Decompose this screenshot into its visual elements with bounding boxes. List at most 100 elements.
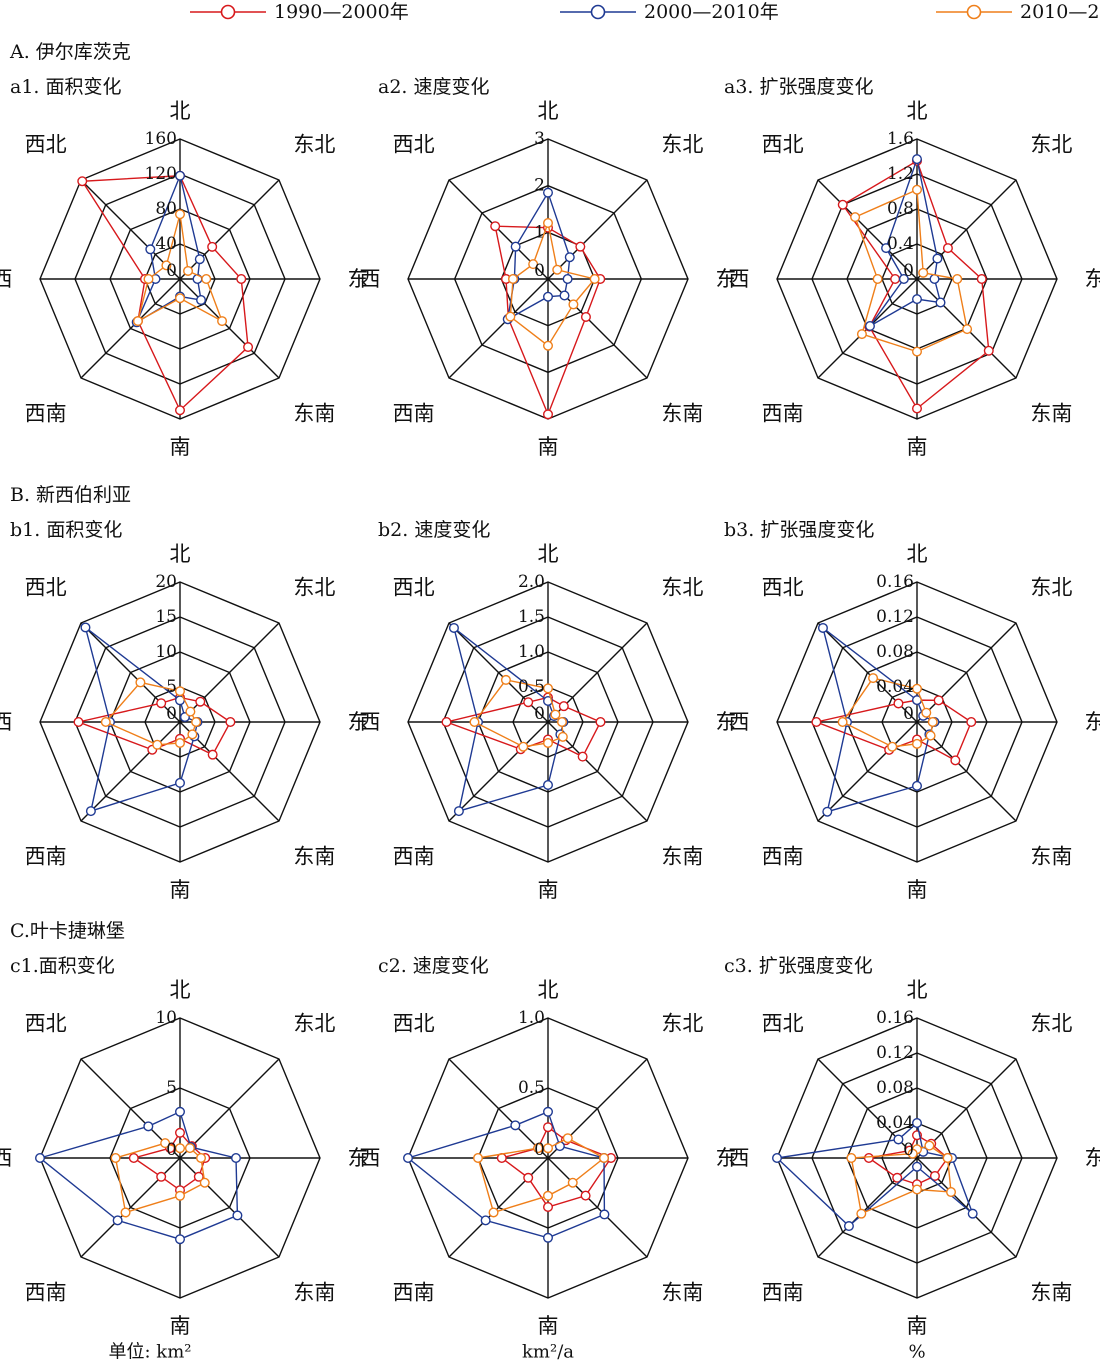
data-point	[230, 1152, 241, 1163]
unit-label: %	[908, 1342, 925, 1363]
grid-spoke	[547, 179, 648, 280]
data-point	[441, 717, 452, 728]
data-point	[543, 409, 554, 420]
data-point	[557, 717, 568, 728]
grid-spoke	[448, 1157, 549, 1258]
data-point	[929, 1170, 940, 1181]
data-point	[557, 731, 568, 742]
direction-label: 东南	[1030, 844, 1072, 868]
data-point	[132, 316, 143, 327]
panel-title: b3. 扩张强度变化	[724, 519, 874, 541]
data-point	[912, 1161, 923, 1172]
data-point	[552, 264, 563, 275]
data-point	[523, 1172, 534, 1183]
grid-spoke	[80, 721, 181, 822]
data-point	[85, 806, 96, 817]
data-point	[575, 241, 586, 252]
data-point	[772, 1152, 783, 1163]
direction-label: 东	[348, 710, 369, 734]
data-point	[207, 749, 218, 760]
data-point	[518, 741, 529, 752]
direction-label: 东南	[293, 844, 335, 868]
data-point	[143, 274, 154, 285]
data-point	[207, 241, 218, 252]
series	[505, 217, 600, 351]
data-point	[243, 342, 254, 353]
data-point	[236, 274, 247, 285]
direction-label: 北	[907, 99, 928, 123]
data-point	[925, 730, 936, 741]
data-point	[174, 1143, 185, 1154]
tick-label: 10	[155, 642, 177, 662]
direction-label: 东	[716, 710, 737, 734]
data-point	[568, 299, 579, 310]
data-point	[73, 717, 84, 728]
direction-label: 西南	[762, 401, 804, 425]
direction-label: 北	[170, 978, 191, 1002]
data-point	[145, 244, 156, 255]
direction-label: 西南	[25, 401, 67, 425]
tick-label: 0.4	[887, 234, 914, 254]
data-point	[912, 1117, 923, 1128]
legend-marker	[966, 4, 982, 20]
data-point	[856, 1208, 867, 1219]
data-point	[890, 274, 901, 285]
direction-label: 北	[170, 99, 191, 123]
unit-label: 单位: km²	[109, 1342, 192, 1363]
direction-label: 东南	[293, 401, 335, 425]
data-point	[543, 187, 554, 198]
panel-title: c2. 速度变化	[378, 955, 489, 977]
data-point	[505, 311, 516, 322]
direction-label: 西	[0, 710, 13, 734]
tick-label: 0.12	[876, 607, 914, 627]
series	[864, 154, 946, 332]
data-point	[912, 683, 923, 694]
direction-label: 北	[170, 542, 191, 566]
data-point	[543, 340, 554, 351]
tick-label: 0.08	[876, 1078, 914, 1098]
direction-label: 东北	[1030, 576, 1072, 600]
data-point	[868, 673, 879, 684]
data-point	[510, 1120, 521, 1131]
tick-label: 0	[534, 261, 545, 281]
direction-label: 东北	[293, 576, 335, 600]
grid-spoke	[916, 622, 1017, 723]
tick-label: 0	[534, 704, 545, 724]
direction-label: 西北	[393, 133, 435, 157]
data-point	[856, 329, 867, 340]
data-point	[562, 1133, 573, 1144]
data-point	[907, 1148, 918, 1159]
data-point	[488, 1207, 499, 1218]
direction-label: 西北	[25, 1012, 67, 1036]
tick-label: 3	[534, 129, 545, 149]
grid-spoke	[179, 1157, 280, 1258]
series	[846, 1140, 957, 1219]
series	[80, 622, 203, 817]
tick-label: 2.0	[518, 572, 545, 592]
direction-label: 东南	[661, 401, 703, 425]
data-point	[892, 1172, 903, 1183]
direction-label: 西北	[25, 133, 67, 157]
data-point	[187, 729, 198, 740]
series	[110, 1138, 210, 1218]
grid-spoke	[547, 1157, 648, 1258]
series	[73, 692, 236, 760]
series	[132, 209, 228, 327]
data-point	[490, 221, 501, 232]
data-point	[232, 1210, 243, 1221]
tick-label: 80	[155, 199, 177, 219]
panel-title: a2. 速度变化	[378, 76, 490, 98]
data-point	[933, 695, 944, 706]
series	[502, 187, 575, 325]
data-point	[837, 717, 848, 728]
direction-label: 西	[360, 1146, 381, 1170]
direction-label: 东	[348, 267, 369, 291]
direction-label: 东南	[1030, 1280, 1072, 1304]
data-point	[580, 311, 591, 322]
data-point	[599, 1209, 610, 1220]
data-point	[543, 1122, 554, 1133]
data-point	[932, 253, 943, 264]
